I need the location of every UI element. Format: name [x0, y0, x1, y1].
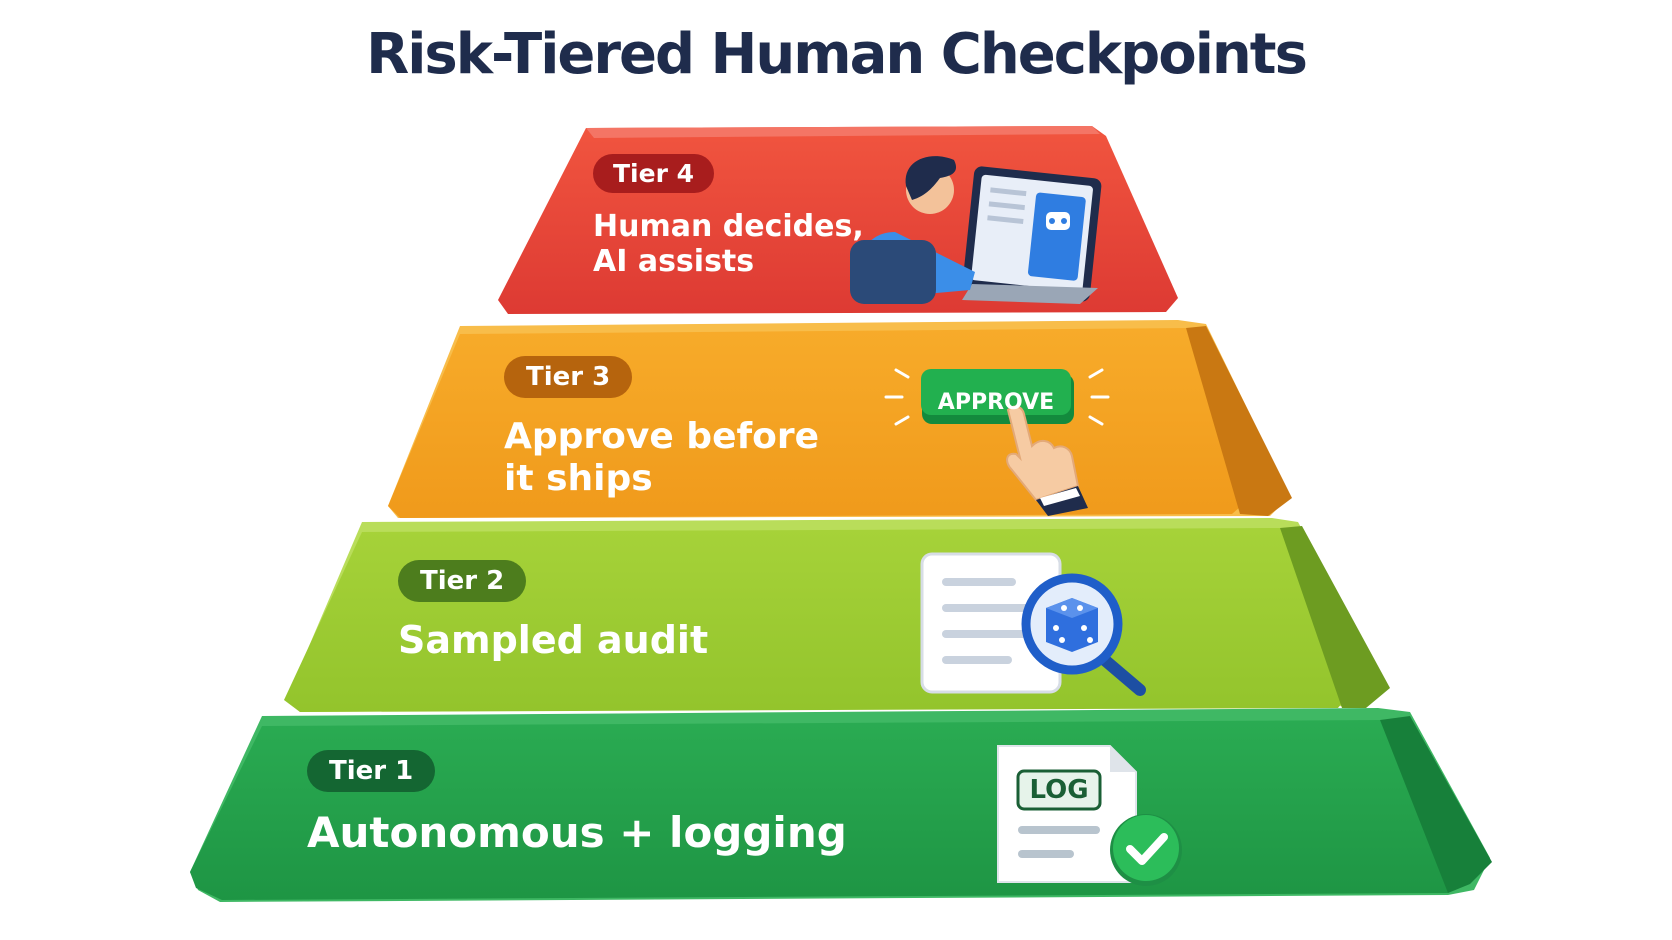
checkmark-icon [1110, 814, 1182, 886]
tier-3-text: Tier 3 Approve before it ships [504, 356, 819, 501]
tier-4-text: Tier 4 Human decides, AI assists [593, 154, 864, 280]
tier-1-description: Autonomous + logging [307, 808, 847, 857]
sampled-audit-icon [920, 552, 1146, 696]
log-file-icon [997, 745, 1137, 883]
tier-2-description: Sampled audit [398, 618, 709, 662]
tier-2-badge: Tier 2 [398, 560, 527, 602]
tier-3-description: Approve before it ships [504, 416, 820, 500]
tier-1-text: Tier 1 Autonomous + logging [307, 750, 847, 858]
tier-1-badge: Tier 1 [307, 750, 436, 792]
pointing-hand-icon [1006, 405, 1088, 516]
approve-button-label: APPROVE [937, 390, 1055, 415]
diagram-title: Risk-Tiered Human Checkpoints [366, 22, 1308, 87]
person-at-laptop-icon [850, 156, 1102, 304]
log-label: LOG [1029, 775, 1089, 805]
tier-2-text: Tier 2 Sampled audit [398, 560, 708, 663]
tier-4-description: Human decides, AI assists [593, 209, 864, 280]
tier-3-badge: Tier 3 [504, 356, 633, 398]
tier-4-badge: Tier 4 [593, 154, 715, 193]
approve-button-icon [884, 368, 1110, 426]
